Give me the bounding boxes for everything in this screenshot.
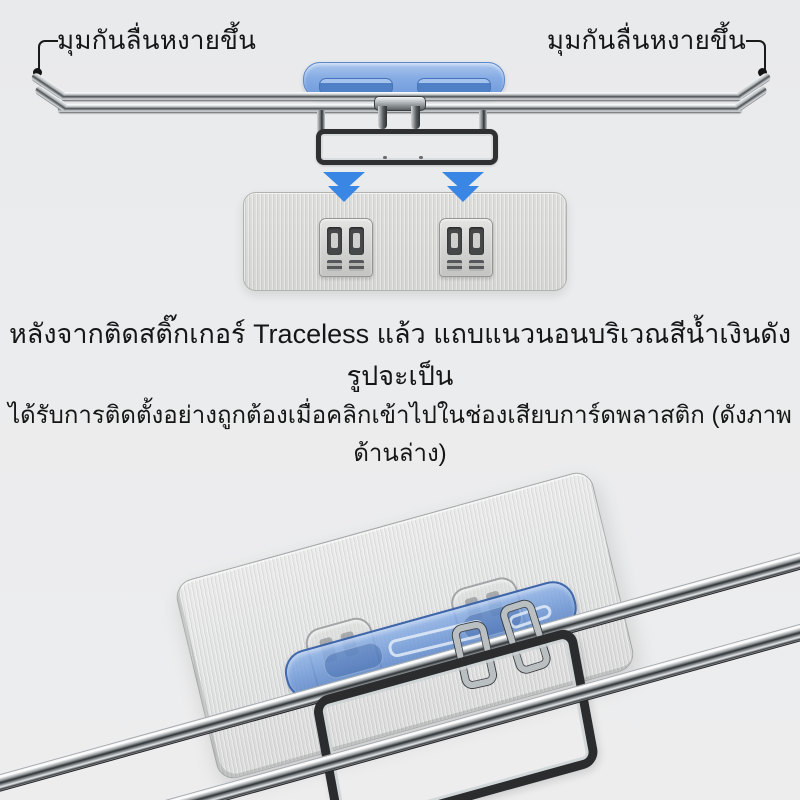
instruction-line-1: หลังจากติดสติ๊กเกอร์ Traceless แล้ว แถบแ… <box>8 319 792 391</box>
plastic-socket-left <box>319 218 373 277</box>
hook-right-post <box>479 110 487 134</box>
traceless-adhesive-sticker <box>243 192 567 291</box>
arrow-down-icon <box>441 172 485 202</box>
left-corner-label: มุมกันลื่นหงายขึ้น <box>57 25 257 55</box>
perspective-group <box>0 430 800 800</box>
hook-left-post <box>317 110 325 134</box>
right-leader-dot <box>758 68 767 77</box>
installed-perspective-view <box>0 430 800 800</box>
right-leader-line <box>746 40 766 73</box>
instruction-text: หลังจากติดสติ๊กเกอร์ Traceless แล้ว แถบแ… <box>0 313 800 473</box>
wire-weld-dot <box>383 156 387 159</box>
center-clip-prong <box>378 106 387 129</box>
instruction-line-2: ได้รับการติดตั้งอย่างถูกต้องเมื่อคลิกเข้… <box>8 402 792 467</box>
right-corner-label: มุมกันลื่นหงายขึ้น <box>546 25 746 55</box>
hook-wire-frame <box>316 129 498 165</box>
center-clip-prong <box>411 106 420 129</box>
top-view-illustration: มุมกันลื่นหงายขึ้น มุมกันลื่นหงายขึ้น <box>0 0 800 310</box>
wire-weld-dot <box>419 156 423 159</box>
left-leader-line <box>38 40 58 73</box>
arrow-down-icon <box>322 172 366 202</box>
plastic-socket-right <box>439 218 493 277</box>
